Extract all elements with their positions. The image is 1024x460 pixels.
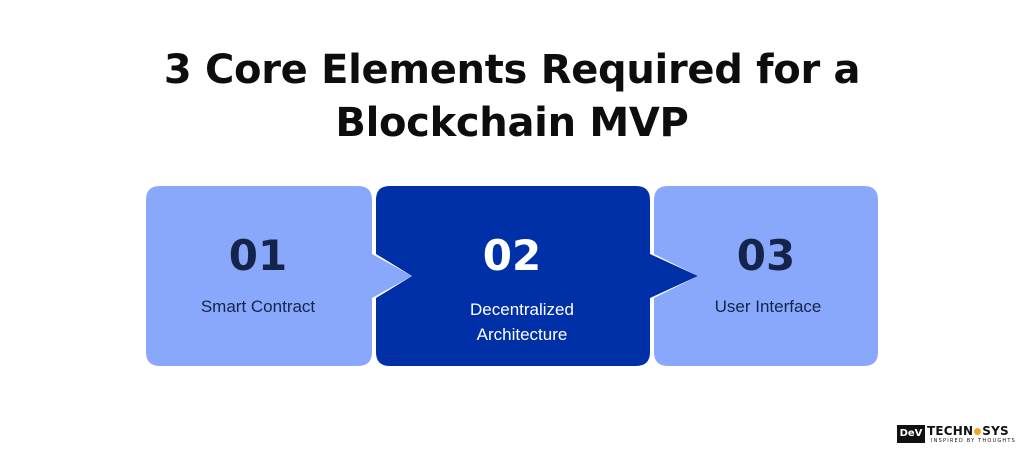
step-1-label: Smart Contract	[148, 294, 368, 319]
brand-logo: DeV TECHN SYS INSPIRED BY THOUGHTS	[897, 424, 1017, 445]
step-3-label: User Interface	[658, 294, 878, 319]
title-line-1: 3 Core Elements Required for a	[163, 47, 861, 93]
logo-dot-icon	[974, 428, 982, 435]
logo-tagline: INSPIRED BY THOUGHTS	[931, 438, 1017, 444]
logo-brand-part-1: TECHN	[927, 424, 974, 438]
step-3-box	[654, 186, 878, 366]
logo-wordmark: TECHN SYS	[927, 424, 1009, 438]
step-1-box	[146, 186, 412, 366]
step-3-label-line-1: User Interface	[714, 297, 822, 316]
logo-mark: DeV	[897, 425, 925, 443]
step-1-number: 01	[228, 231, 288, 280]
step-2-label-line-2: Architecture	[476, 325, 568, 344]
step-3-number: 03	[736, 231, 796, 280]
step-1-label-line-1: Smart Contract	[200, 297, 316, 316]
page-title: 3 Core Elements Required for a Blockchai…	[0, 44, 1024, 150]
title-line-2: Blockchain MVP	[335, 100, 689, 146]
step-2-box	[376, 186, 698, 366]
step-2-number: 02	[482, 231, 542, 280]
logo-brand-part-2: SYS	[982, 424, 1009, 438]
step-2-label-line-1: Decentralized	[470, 300, 574, 319]
step-2-label: Decentralized Architecture	[412, 297, 632, 347]
